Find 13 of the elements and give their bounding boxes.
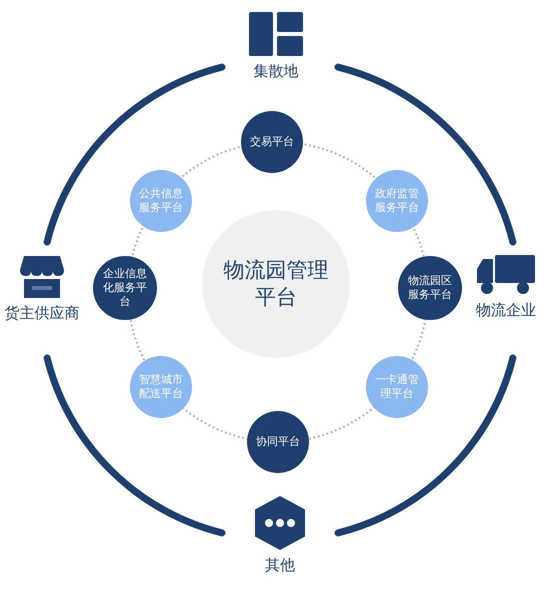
platform-circle: 交易平台 xyxy=(241,111,303,173)
node-label: 物流企业 xyxy=(476,301,536,320)
platform-circle: 政府监管服务平台 xyxy=(366,170,428,232)
platform-circle: 一卡通管理平台 xyxy=(366,356,428,418)
platform-circle: 企业信息化服务平台 xyxy=(93,256,157,320)
platform-circle: 物流园区服务平台 xyxy=(398,256,462,320)
node-label: 集散地 xyxy=(254,62,298,81)
center-circle: 物流园管理平台 xyxy=(202,210,350,358)
node-label: 货主供应商 xyxy=(4,304,80,323)
node-label: 其他 xyxy=(265,556,295,575)
platform-circle: 协同平台 xyxy=(247,411,309,473)
platform-circle: 智慧城市配送平台 xyxy=(130,356,192,418)
platform-circle: 公共信息服务平台 xyxy=(130,170,192,232)
